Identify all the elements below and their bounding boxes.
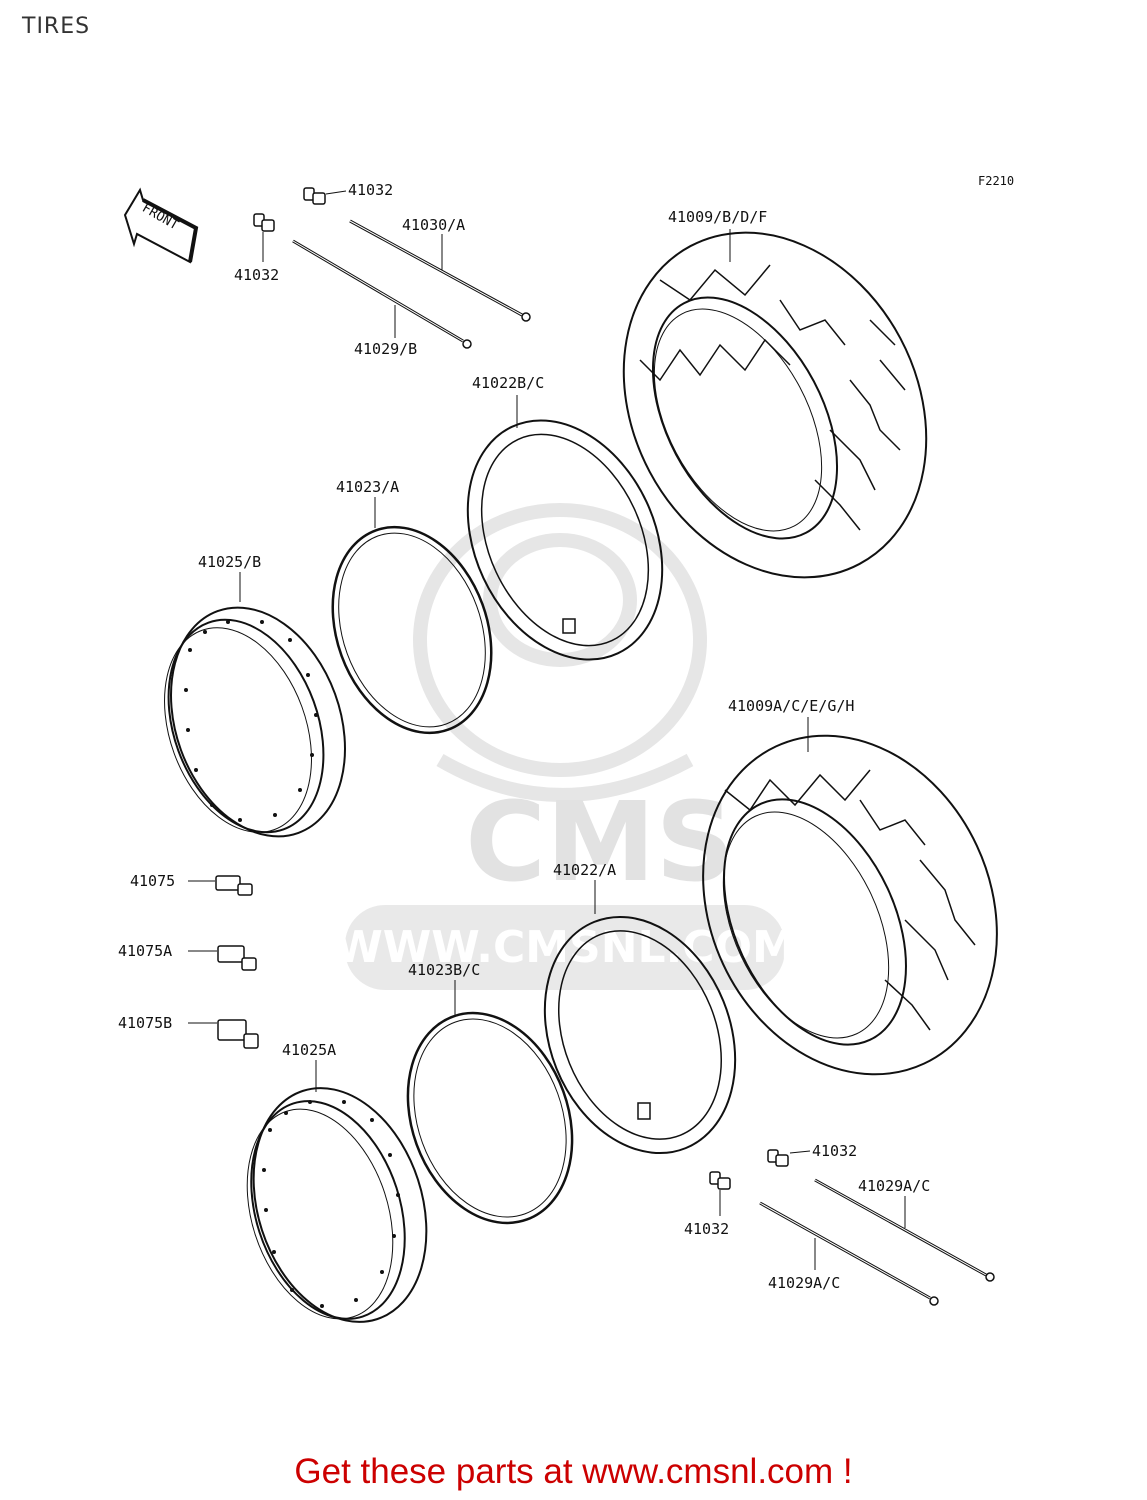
callout-rear-rim[interactable]: 41025/B xyxy=(198,553,261,571)
callout-valve-41075A[interactable]: 41075A xyxy=(118,942,172,960)
callout-front-rim[interactable]: 41025A xyxy=(282,1041,336,1059)
spoke-lower-lower[interactable] xyxy=(759,1201,939,1306)
spoke-upper-short[interactable] xyxy=(292,239,472,349)
watermark-banner xyxy=(345,905,785,990)
callout-front-tube[interactable]: 41022/A xyxy=(553,861,616,879)
callout-rear-rim-band[interactable]: 41023/A xyxy=(336,478,399,496)
valve-41075[interactable] xyxy=(215,875,253,896)
callout-valve-cap-upper-left[interactable]: 41032 xyxy=(234,266,279,284)
valve-41075B[interactable] xyxy=(217,1019,259,1049)
callout-spoke-lower-lower[interactable]: 41029A/C xyxy=(768,1274,840,1292)
callout-rear-tube[interactable]: 41022B/C xyxy=(472,374,544,392)
exploded-parts-diagram: CMS WWW.CMSNL.COM F2210 FRONT xyxy=(118,174,1051,1345)
callout-front-rim-band[interactable]: 41023B/C xyxy=(408,961,480,979)
callout-valve-41075B[interactable]: 41075B xyxy=(118,1014,172,1032)
front-rim-band[interactable] xyxy=(380,990,600,1246)
valve-cap-upper-right[interactable] xyxy=(303,187,326,205)
watermark-site: WWW.CMSNL.COM xyxy=(334,922,796,973)
page-title: TIRES xyxy=(22,14,91,39)
callout-spoke-upper-long[interactable]: 41030/A xyxy=(402,216,465,234)
callout-front-tire[interactable]: 41009A/C/E/G/H xyxy=(728,697,854,715)
spoke-lower-upper[interactable] xyxy=(814,1178,995,1282)
callout-spoke-lower-upper[interactable]: 41029A/C xyxy=(858,1177,930,1195)
rear-tube[interactable] xyxy=(431,389,700,692)
watermark: CMS WWW.CMSNL.COM xyxy=(334,503,796,990)
front-arrow-icon: FRONT xyxy=(123,187,199,264)
watermark-mascot xyxy=(413,503,707,802)
rear-tire[interactable] xyxy=(565,179,985,630)
valve-41075A[interactable] xyxy=(217,945,257,971)
rear-rim[interactable] xyxy=(138,583,376,861)
front-tube[interactable] xyxy=(511,888,769,1182)
valve-cap-lower-left[interactable] xyxy=(709,1171,731,1190)
promo-link[interactable]: Get these parts at www.cmsnl.com ! xyxy=(294,1452,853,1491)
callout-spoke-upper-short[interactable]: 41029/B xyxy=(354,340,417,358)
valve-cap-upper-left[interactable] xyxy=(253,213,275,232)
callout-rear-tire[interactable]: 41009/B/D/F xyxy=(668,208,767,226)
callout-valve-41075[interactable]: 41075 xyxy=(130,872,175,890)
rear-rim-band[interactable] xyxy=(305,505,518,756)
watermark-brand: CMS xyxy=(465,778,734,906)
callout-valve-cap-lower-right[interactable]: 41032 xyxy=(812,1142,857,1160)
front-tire[interactable] xyxy=(649,687,1051,1123)
figure-code: F2210 xyxy=(978,174,1014,188)
callout-valve-cap-upper-right[interactable]: 41032 xyxy=(348,181,393,199)
valve-cap-lower-right[interactable] xyxy=(767,1149,789,1167)
spoke-upper-long[interactable] xyxy=(349,219,531,322)
callout-valve-cap-lower-left[interactable]: 41032 xyxy=(684,1220,729,1238)
promo-banner: Get these parts at www.cmsnl.com ! xyxy=(0,1452,1147,1492)
front-rim[interactable] xyxy=(222,1066,455,1345)
